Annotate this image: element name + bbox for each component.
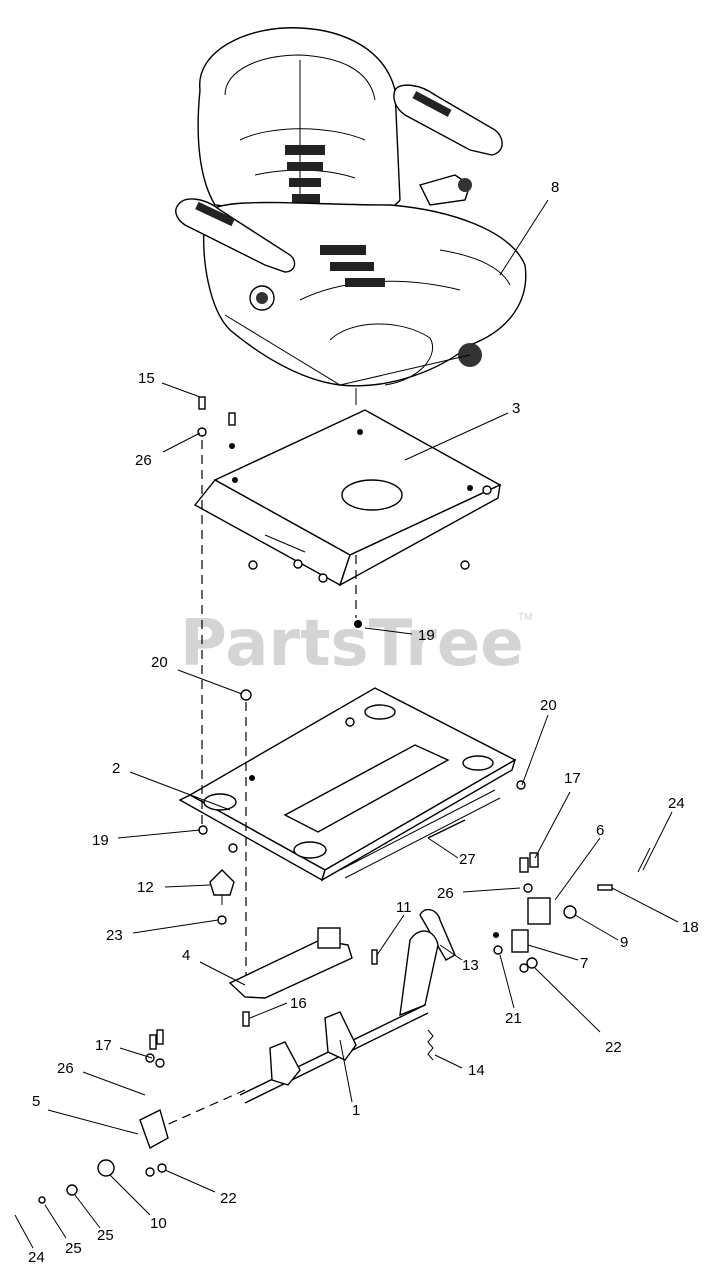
- callout-22[interactable]: 22: [605, 1039, 622, 1056]
- callout-27[interactable]: 27: [459, 851, 476, 868]
- callout-7[interactable]: 7: [580, 955, 588, 972]
- callout-4[interactable]: 4: [182, 947, 190, 964]
- callout-26[interactable]: 26: [437, 885, 454, 902]
- callout-17[interactable]: 17: [95, 1037, 112, 1054]
- callout-1[interactable]: 1: [352, 1102, 360, 1119]
- watermark-brand: PartsTree: [180, 607, 524, 681]
- callout-26[interactable]: 26: [57, 1060, 74, 1077]
- leader-lines: [21, 199, 679, 1249]
- callout-22[interactable]: 22: [220, 1190, 237, 1207]
- callout-23[interactable]: 23: [106, 927, 123, 944]
- callout-17[interactable]: 17: [564, 770, 581, 787]
- callout-20[interactable]: 20: [151, 654, 168, 671]
- callout-14[interactable]: 14: [468, 1062, 485, 1079]
- callout-18[interactable]: 18: [682, 919, 699, 936]
- callout-16[interactable]: 16: [290, 995, 307, 1012]
- callout-19[interactable]: 19: [418, 627, 435, 644]
- callout-10[interactable]: 10: [150, 1215, 167, 1232]
- callout-9[interactable]: 9: [620, 934, 628, 951]
- callout-24[interactable]: 24: [28, 1249, 45, 1266]
- callout-20[interactable]: 20: [540, 697, 557, 714]
- callout-6[interactable]: 6: [596, 822, 604, 839]
- lower-hardware[interactable]: [14, 847, 651, 1229]
- callout-labels: 8 15 3 26 19 20 20 2 17 24 6 19 27 12 26…: [28, 179, 699, 1266]
- callout-26[interactable]: 26: [135, 452, 152, 469]
- callout-25[interactable]: 25: [97, 1227, 114, 1244]
- callout-15[interactable]: 15: [138, 370, 155, 387]
- callout-2[interactable]: 2: [112, 760, 120, 777]
- callout-24[interactable]: 24: [668, 795, 685, 812]
- callout-25[interactable]: 25: [65, 1240, 82, 1257]
- callout-12[interactable]: 12: [137, 879, 154, 896]
- callout-13[interactable]: 13: [462, 957, 479, 974]
- callout-3[interactable]: 3: [512, 400, 520, 417]
- seat-assembly[interactable]: [175, 27, 527, 405]
- callout-11[interactable]: 11: [396, 899, 412, 916]
- callout-8[interactable]: 8: [551, 179, 559, 196]
- plate-hardware: [197, 396, 526, 853]
- seat-base-plate[interactable]: [178, 687, 517, 882]
- callout-19[interactable]: 19: [92, 832, 109, 849]
- watermark-trademark: TM: [518, 612, 532, 623]
- callout-21[interactable]: 21: [505, 1010, 522, 1027]
- seat-mounting-plate[interactable]: [193, 409, 502, 587]
- callout-5[interactable]: 5: [32, 1093, 40, 1110]
